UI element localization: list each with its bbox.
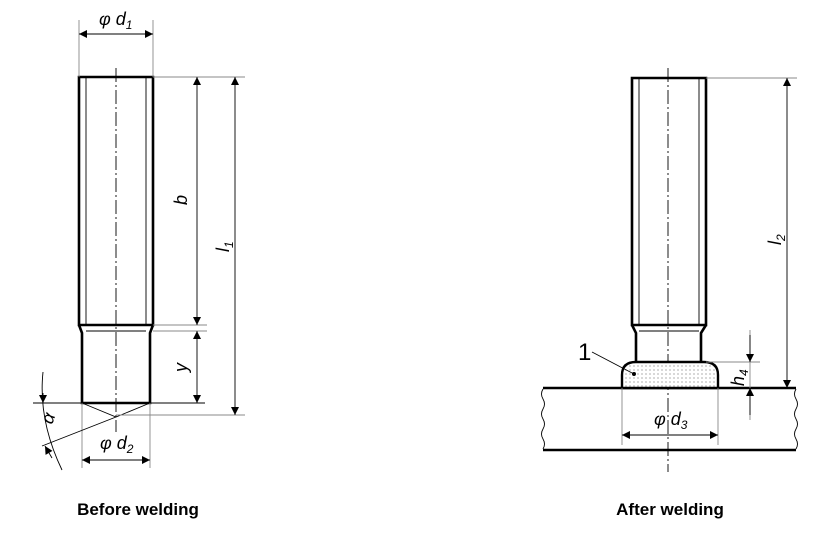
caption-before-welding: Before welding [77, 500, 199, 519]
label-b: b [171, 195, 191, 205]
label-l1: l1 [213, 241, 236, 252]
callout-number: 1 [578, 339, 591, 366]
label-y: y [171, 362, 191, 374]
stud-after-welding: 1 l2 h4 φ d3 After welding [541, 68, 798, 519]
plate-break-right [794, 388, 798, 450]
weld-collar [620, 360, 720, 390]
stud-before-welding: φ d1 b y l1 φ d2 α Before welding [33, 9, 245, 519]
label-alpha: α [37, 409, 60, 426]
label-h4: h4 [728, 369, 751, 386]
angle-arc [41, 371, 63, 471]
label-d1: φ d1 [99, 9, 132, 32]
label-l2: l2 [765, 234, 788, 245]
caption-after-welding: After welding [616, 500, 724, 519]
plate-break-left [541, 388, 545, 450]
label-d2: φ d2 [100, 433, 134, 456]
label-d3: φ d3 [654, 409, 688, 432]
threaded-shank [630, 76, 708, 327]
